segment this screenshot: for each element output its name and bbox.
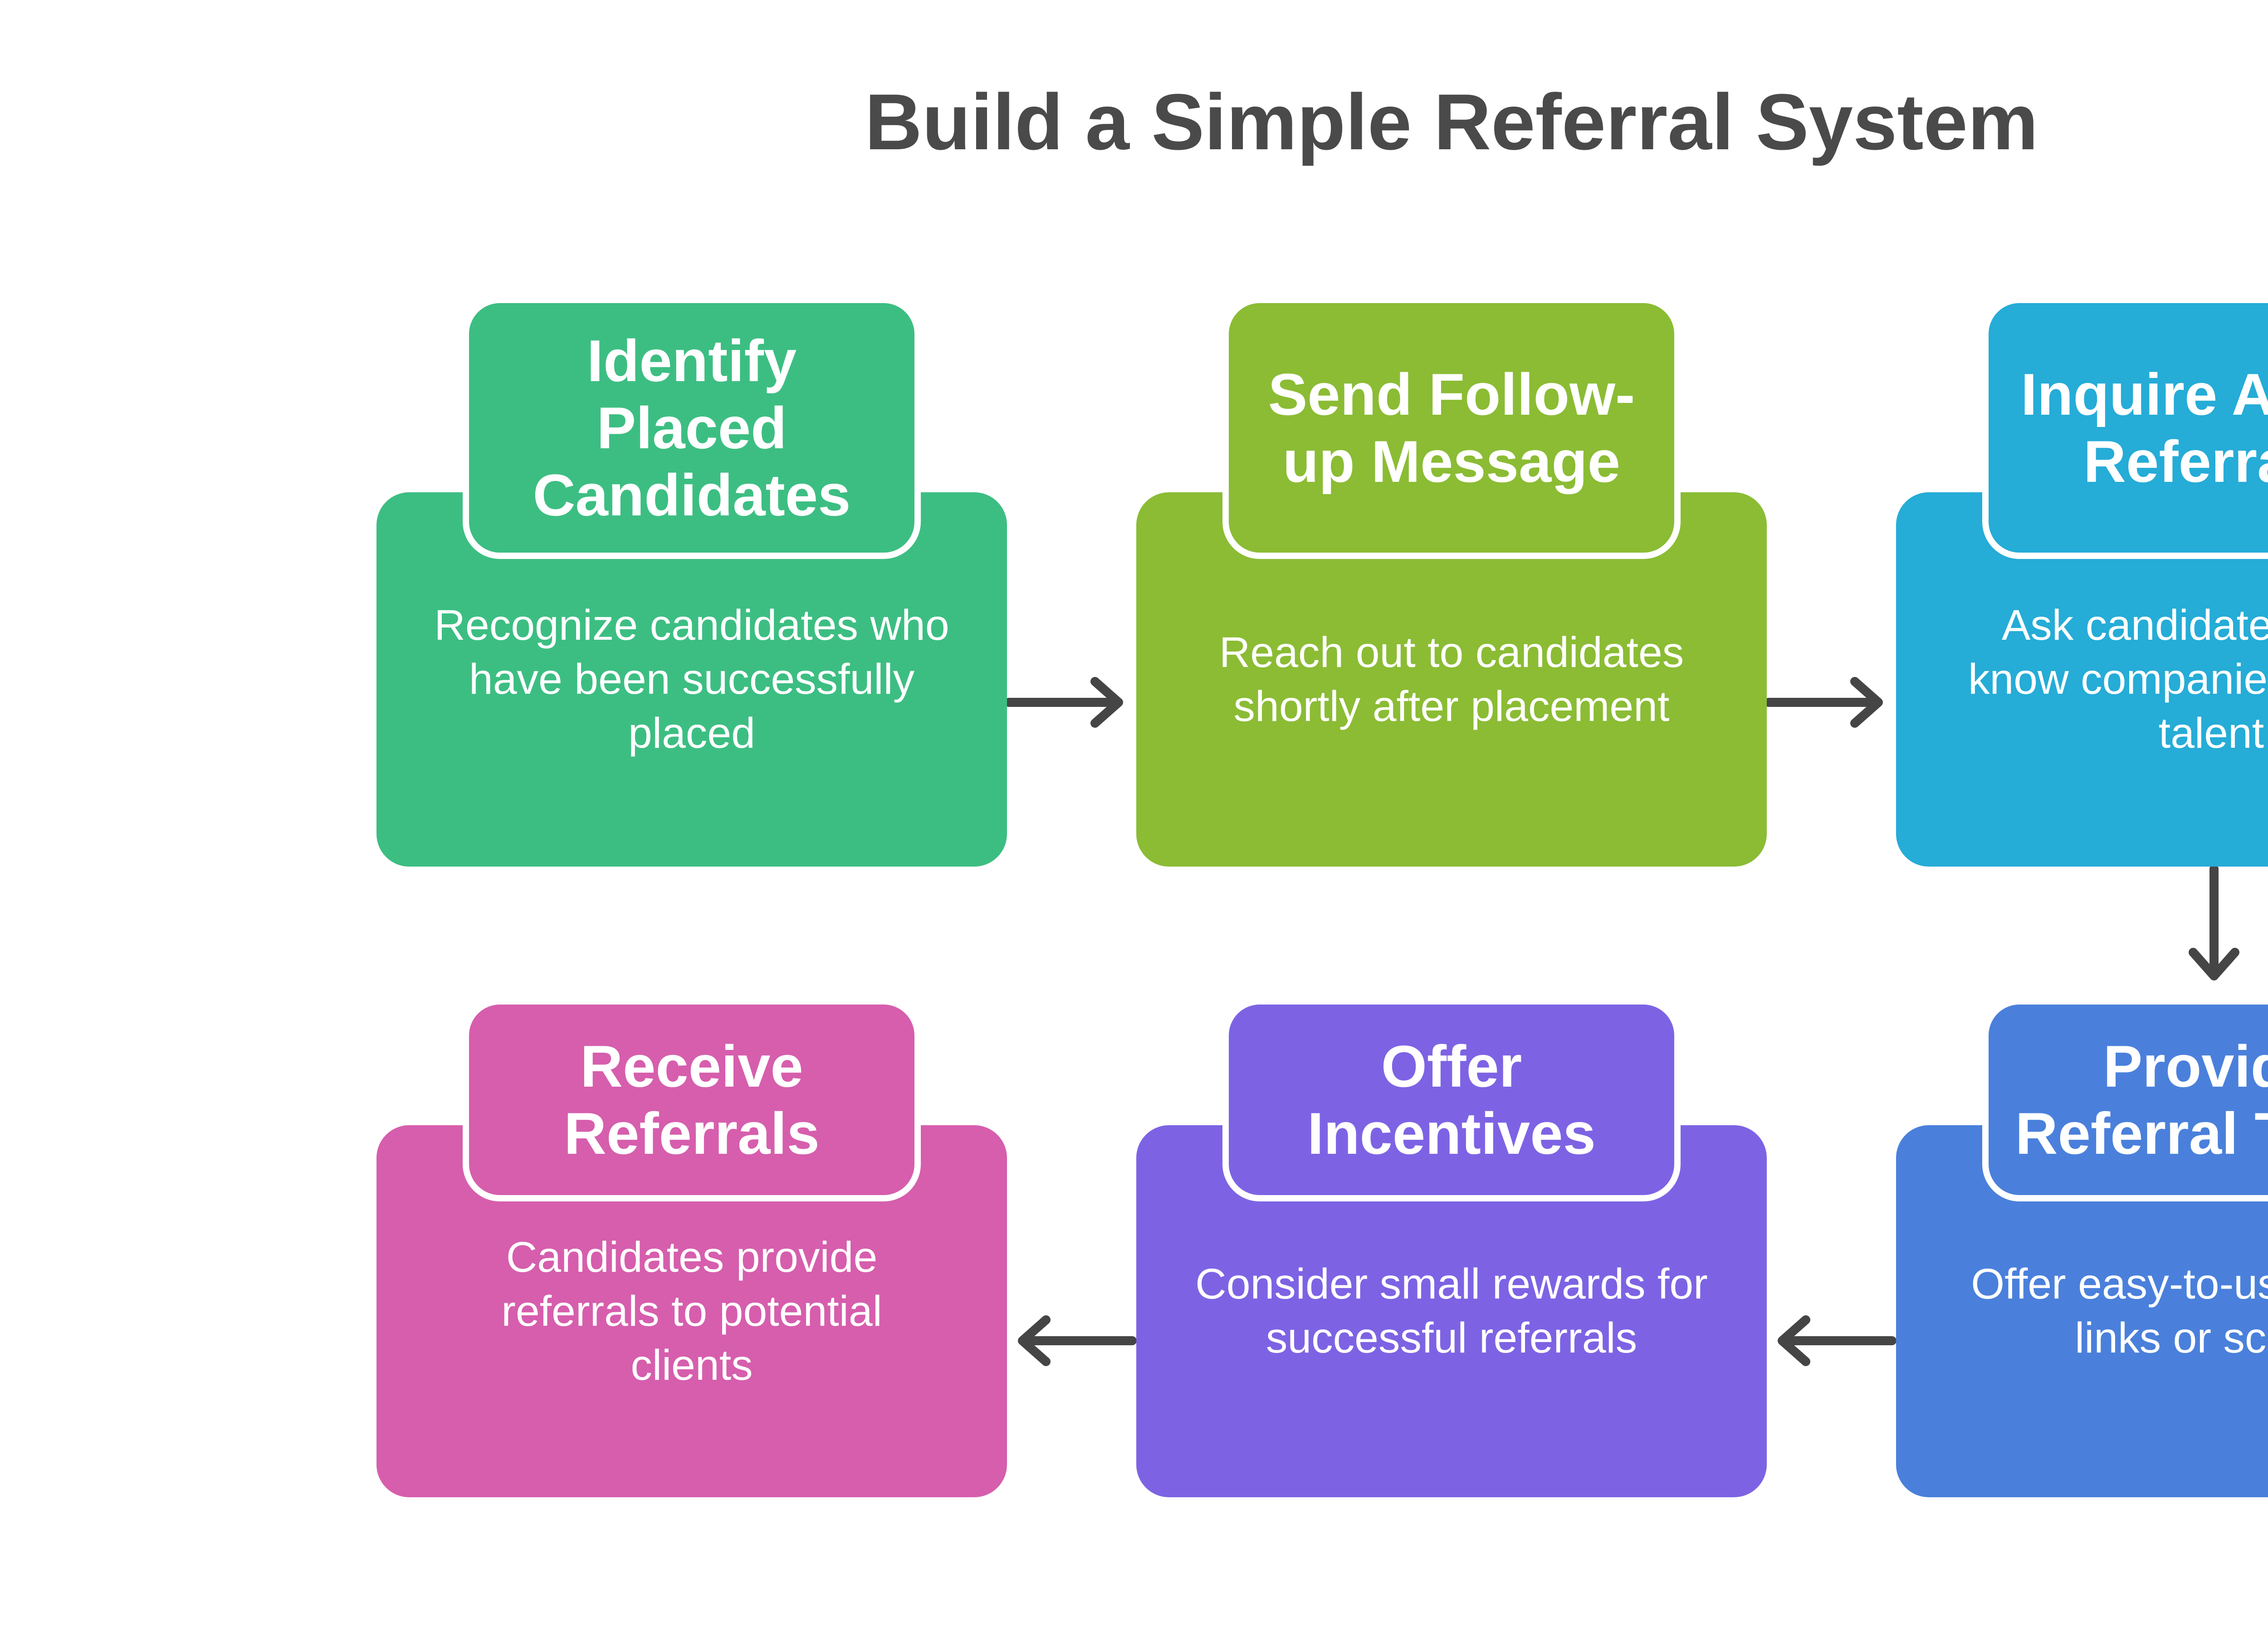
step-description: Recognize candidates who have been succe… [434, 601, 949, 757]
step-card-inquire-about-referrals: Ask candidates if they know companies ne… [1896, 297, 2268, 867]
step-header: Offer Incentives [1307, 1033, 1596, 1166]
step-header-tab: Receive Referrals [463, 998, 921, 1201]
step-header-tab: Offer Incentives [1222, 998, 1681, 1201]
step-header-tab: Inquire About Referrals [1982, 297, 2268, 559]
step-header: Inquire About Referrals [2020, 361, 2268, 495]
step-description: Consider small rewards for successful re… [1195, 1260, 1708, 1362]
arrow-right-step2-to-step3-icon [1764, 677, 1883, 728]
arrow-left-step4-to-step5-icon [1778, 1315, 1897, 1366]
arrow-down-icon [2189, 864, 2239, 980]
step-card-identify-placed-candidates: Recognize candidates who have been succe… [376, 297, 1007, 867]
arrow-right-icon [1764, 677, 1883, 728]
arrow-right-icon [1004, 677, 1123, 728]
step-card-offer-incentives: Consider small rewards for successful re… [1136, 998, 1767, 1497]
step-card-receive-referrals: Candidates provide referrals to potentia… [376, 998, 1007, 1497]
step-description: Reach out to candidates shortly after pl… [1219, 628, 1684, 730]
arrow-left-step5-to-step6-icon [1018, 1315, 1137, 1366]
step-header-tab: Provide Referral Tools [1982, 998, 2268, 1201]
step-description: Offer easy-to-use referral links or scri… [1971, 1260, 2268, 1362]
arrow-left-icon [1018, 1315, 1137, 1366]
step-header: Identify Placed Candidates [533, 328, 851, 528]
arrow-left-icon [1778, 1315, 1897, 1366]
step-card-provide-referral-tools: Offer easy-to-use referral links or scri… [1896, 998, 2268, 1497]
step-header: Provide Referral Tools [2015, 1033, 2268, 1166]
arrow-right-step1-to-step2-icon [1004, 677, 1123, 728]
step-header: Send Follow- up Message [1268, 361, 1635, 495]
page-title: Build a Simple Referral System [865, 78, 2038, 167]
step-description: Ask candidates if they know companies ne… [1968, 601, 2268, 757]
arrow-down-step3-to-step4-icon [2189, 864, 2239, 980]
step-card-send-follow-up-message: Reach out to candidates shortly after pl… [1136, 297, 1767, 867]
step-description: Candidates provide referrals to potentia… [501, 1233, 882, 1389]
step-header-tab: Identify Placed Candidates [463, 297, 921, 559]
step-header-tab: Send Follow- up Message [1222, 297, 1681, 559]
step-header: Receive Referrals [564, 1033, 820, 1166]
